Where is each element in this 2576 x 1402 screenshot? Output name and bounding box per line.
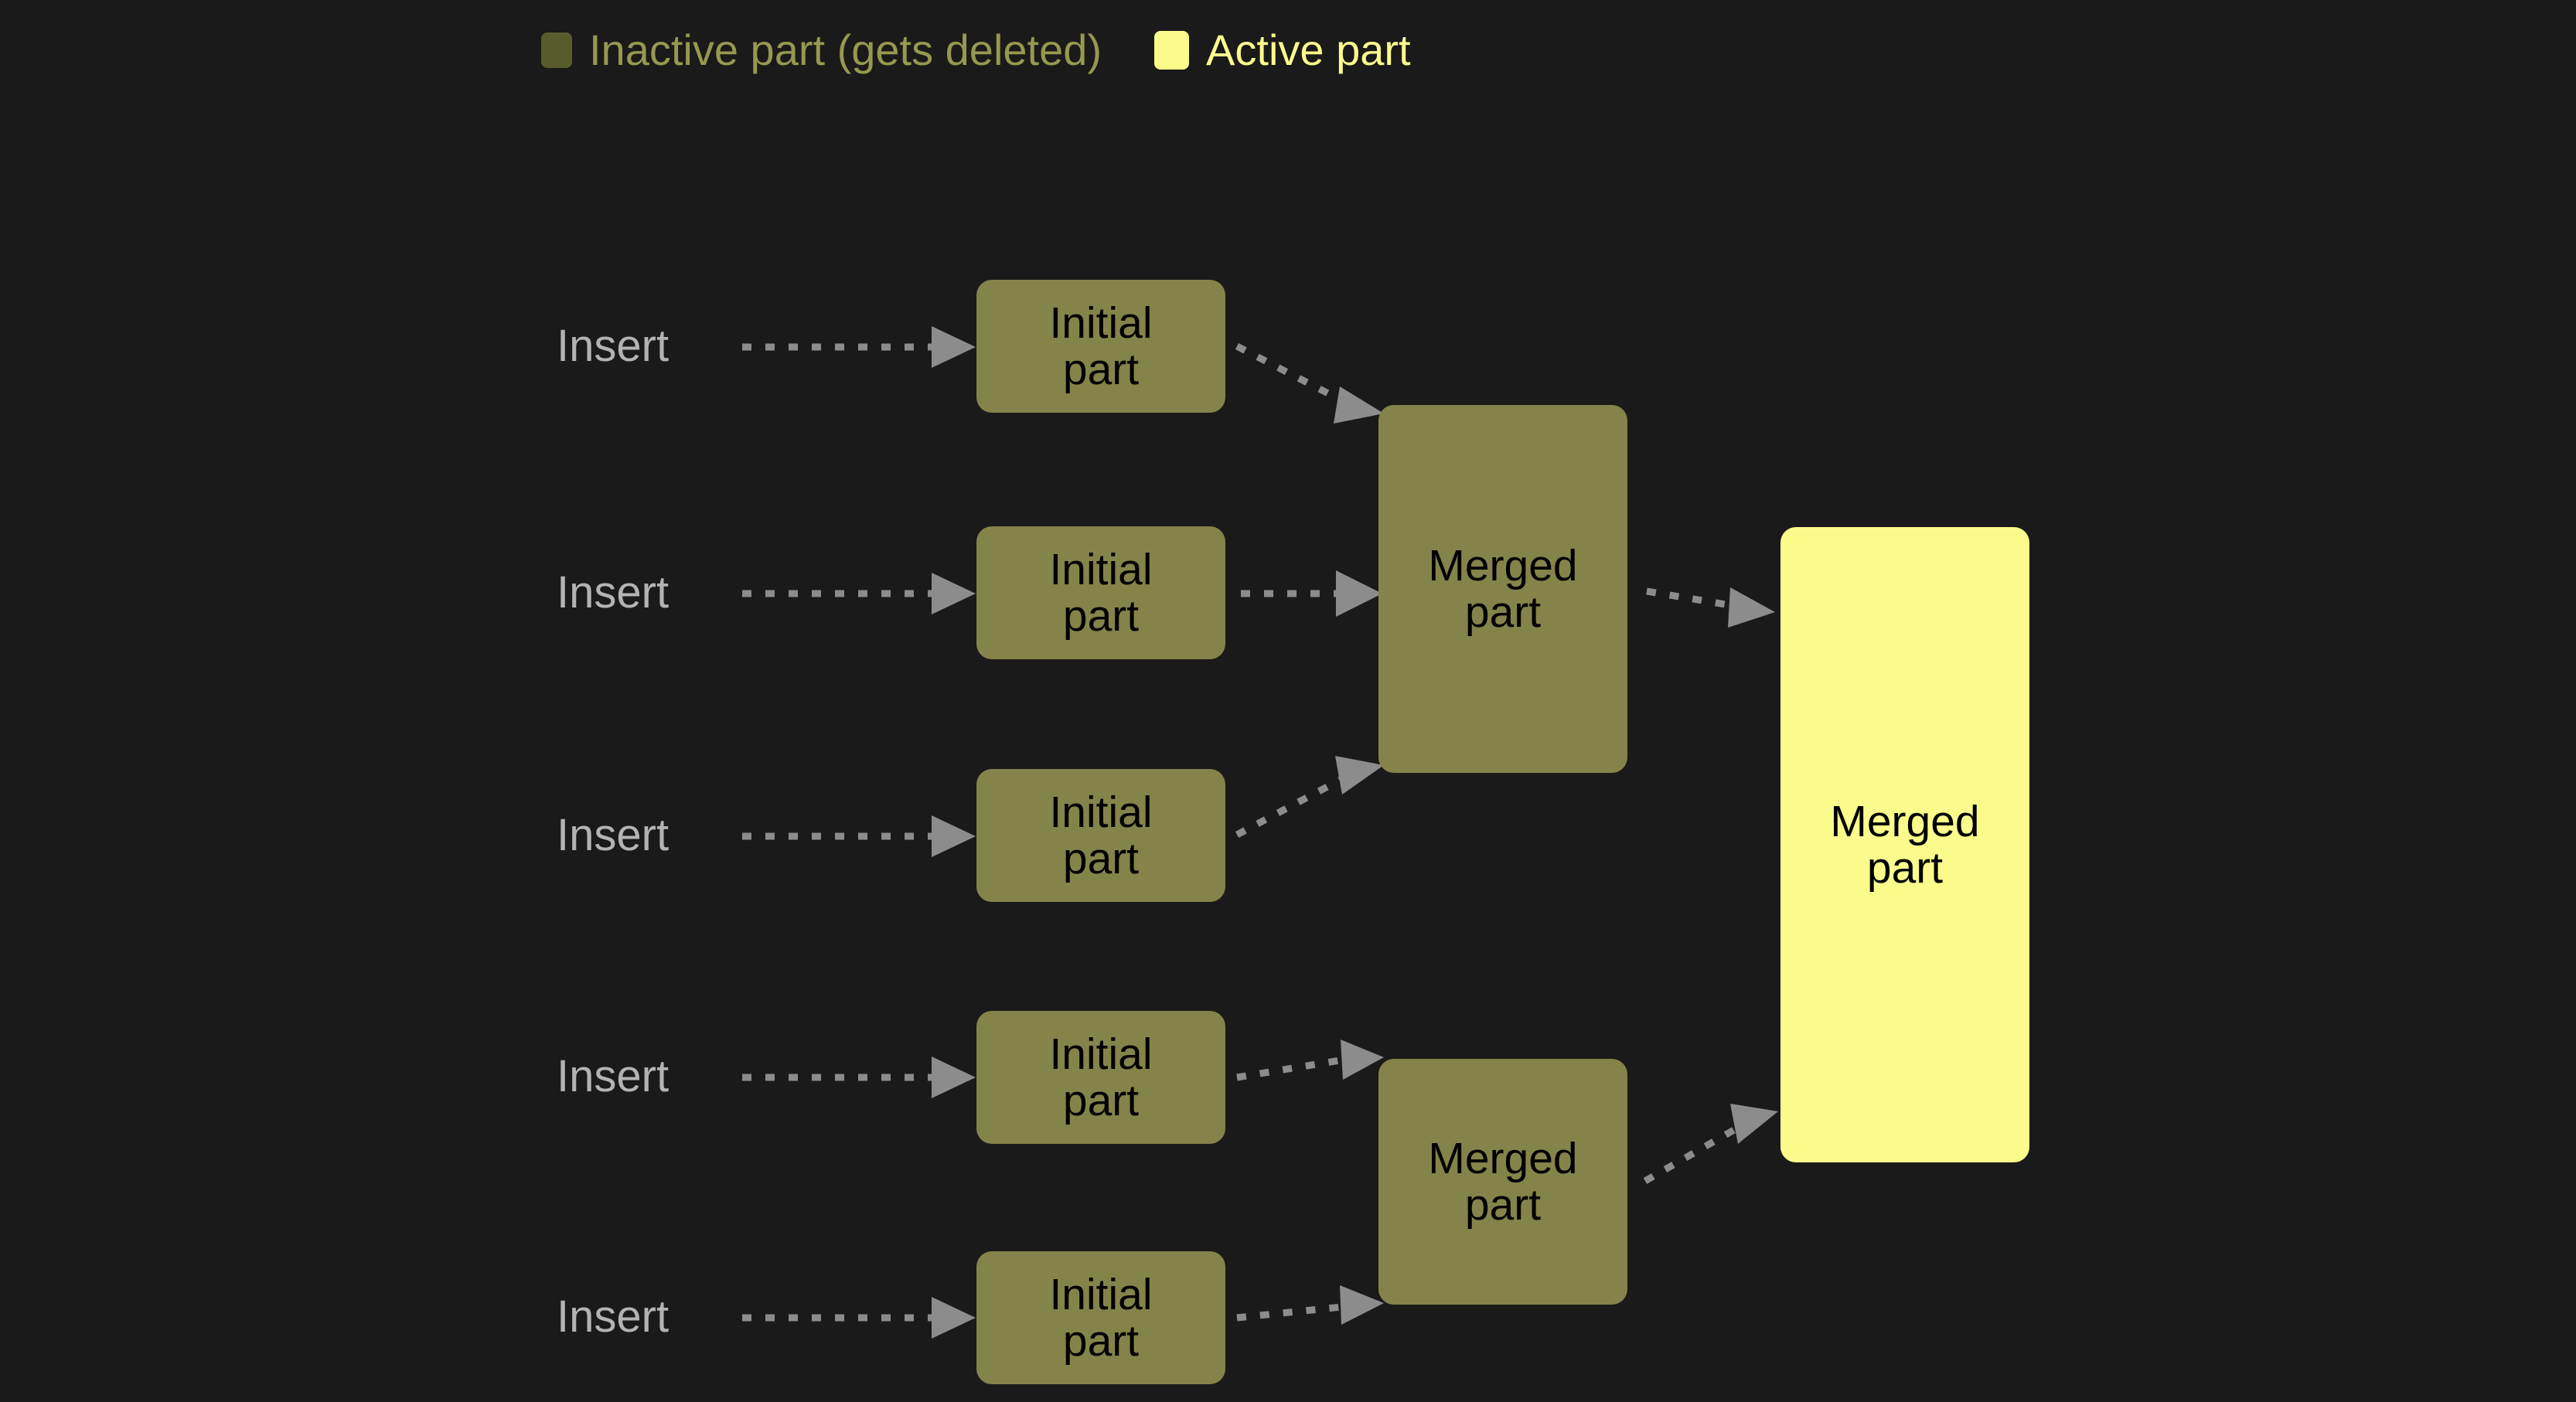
node-initial-part-3-label: Initial part xyxy=(1049,787,1153,883)
node-initial-part-1[interactable]: Initial part xyxy=(976,280,1225,413)
edge-initial5-to-merged2 xyxy=(1236,1285,1384,1325)
edge-merged1-to-final xyxy=(1646,587,1775,628)
insert-label-4: Insert xyxy=(557,1051,670,1101)
edge-initial2-to-merged1 xyxy=(1241,570,1382,617)
node-initial-part-2-label: Initial part xyxy=(1049,544,1153,641)
node-initial-part-3[interactable]: Initial part xyxy=(976,769,1225,902)
edge-initial4-to-merged2 xyxy=(1236,1040,1384,1081)
insert-label-5: Insert xyxy=(557,1291,670,1342)
node-merged-part-2-label: Merged part xyxy=(1428,1133,1578,1230)
legend-item-inactive: Inactive part (gets deleted) xyxy=(541,29,1102,72)
insert-label-2: Insert xyxy=(557,567,670,618)
edge-insert-1 xyxy=(742,326,976,368)
node-merged-part-2[interactable]: Merged part xyxy=(1378,1059,1627,1305)
edge-insert-3 xyxy=(742,815,976,857)
active-swatch-icon xyxy=(1154,31,1190,70)
legend-label-active: Active part xyxy=(1206,26,1411,74)
node-merged-part-1[interactable]: Merged part xyxy=(1378,405,1627,773)
edge-insert-4 xyxy=(742,1057,976,1098)
legend-item-active: Active part xyxy=(1154,29,1411,72)
node-initial-part-4-label: Initial part xyxy=(1049,1029,1153,1125)
insert-label-3: Insert xyxy=(557,810,670,860)
inactive-swatch-icon xyxy=(541,32,572,68)
node-initial-part-1-label: Initial part xyxy=(1049,298,1153,394)
legend: Inactive part (gets deleted) Active part xyxy=(541,15,1411,85)
edge-initial1-to-merged1 xyxy=(1235,343,1384,424)
node-merged-part-active[interactable]: Merged part xyxy=(1780,527,2029,1162)
node-initial-part-5-label: Initial part xyxy=(1049,1269,1153,1366)
edge-insert-2 xyxy=(742,573,976,614)
legend-label-inactive: Inactive part (gets deleted) xyxy=(589,26,1102,74)
edge-merged2-to-final xyxy=(1643,1104,1778,1184)
node-initial-part-5[interactable]: Initial part xyxy=(976,1251,1225,1384)
node-merged-part-1-label: Merged part xyxy=(1428,540,1578,637)
insert-label-1: Insert xyxy=(557,321,670,371)
node-initial-part-4[interactable]: Initial part xyxy=(976,1011,1225,1144)
legend-spacer xyxy=(1102,50,1154,51)
edge-insert-5 xyxy=(742,1297,976,1339)
node-initial-part-2[interactable]: Initial part xyxy=(976,526,1225,659)
node-merged-part-active-label: Merged part xyxy=(1830,796,1980,893)
edge-initial3-to-merged1 xyxy=(1235,756,1384,838)
